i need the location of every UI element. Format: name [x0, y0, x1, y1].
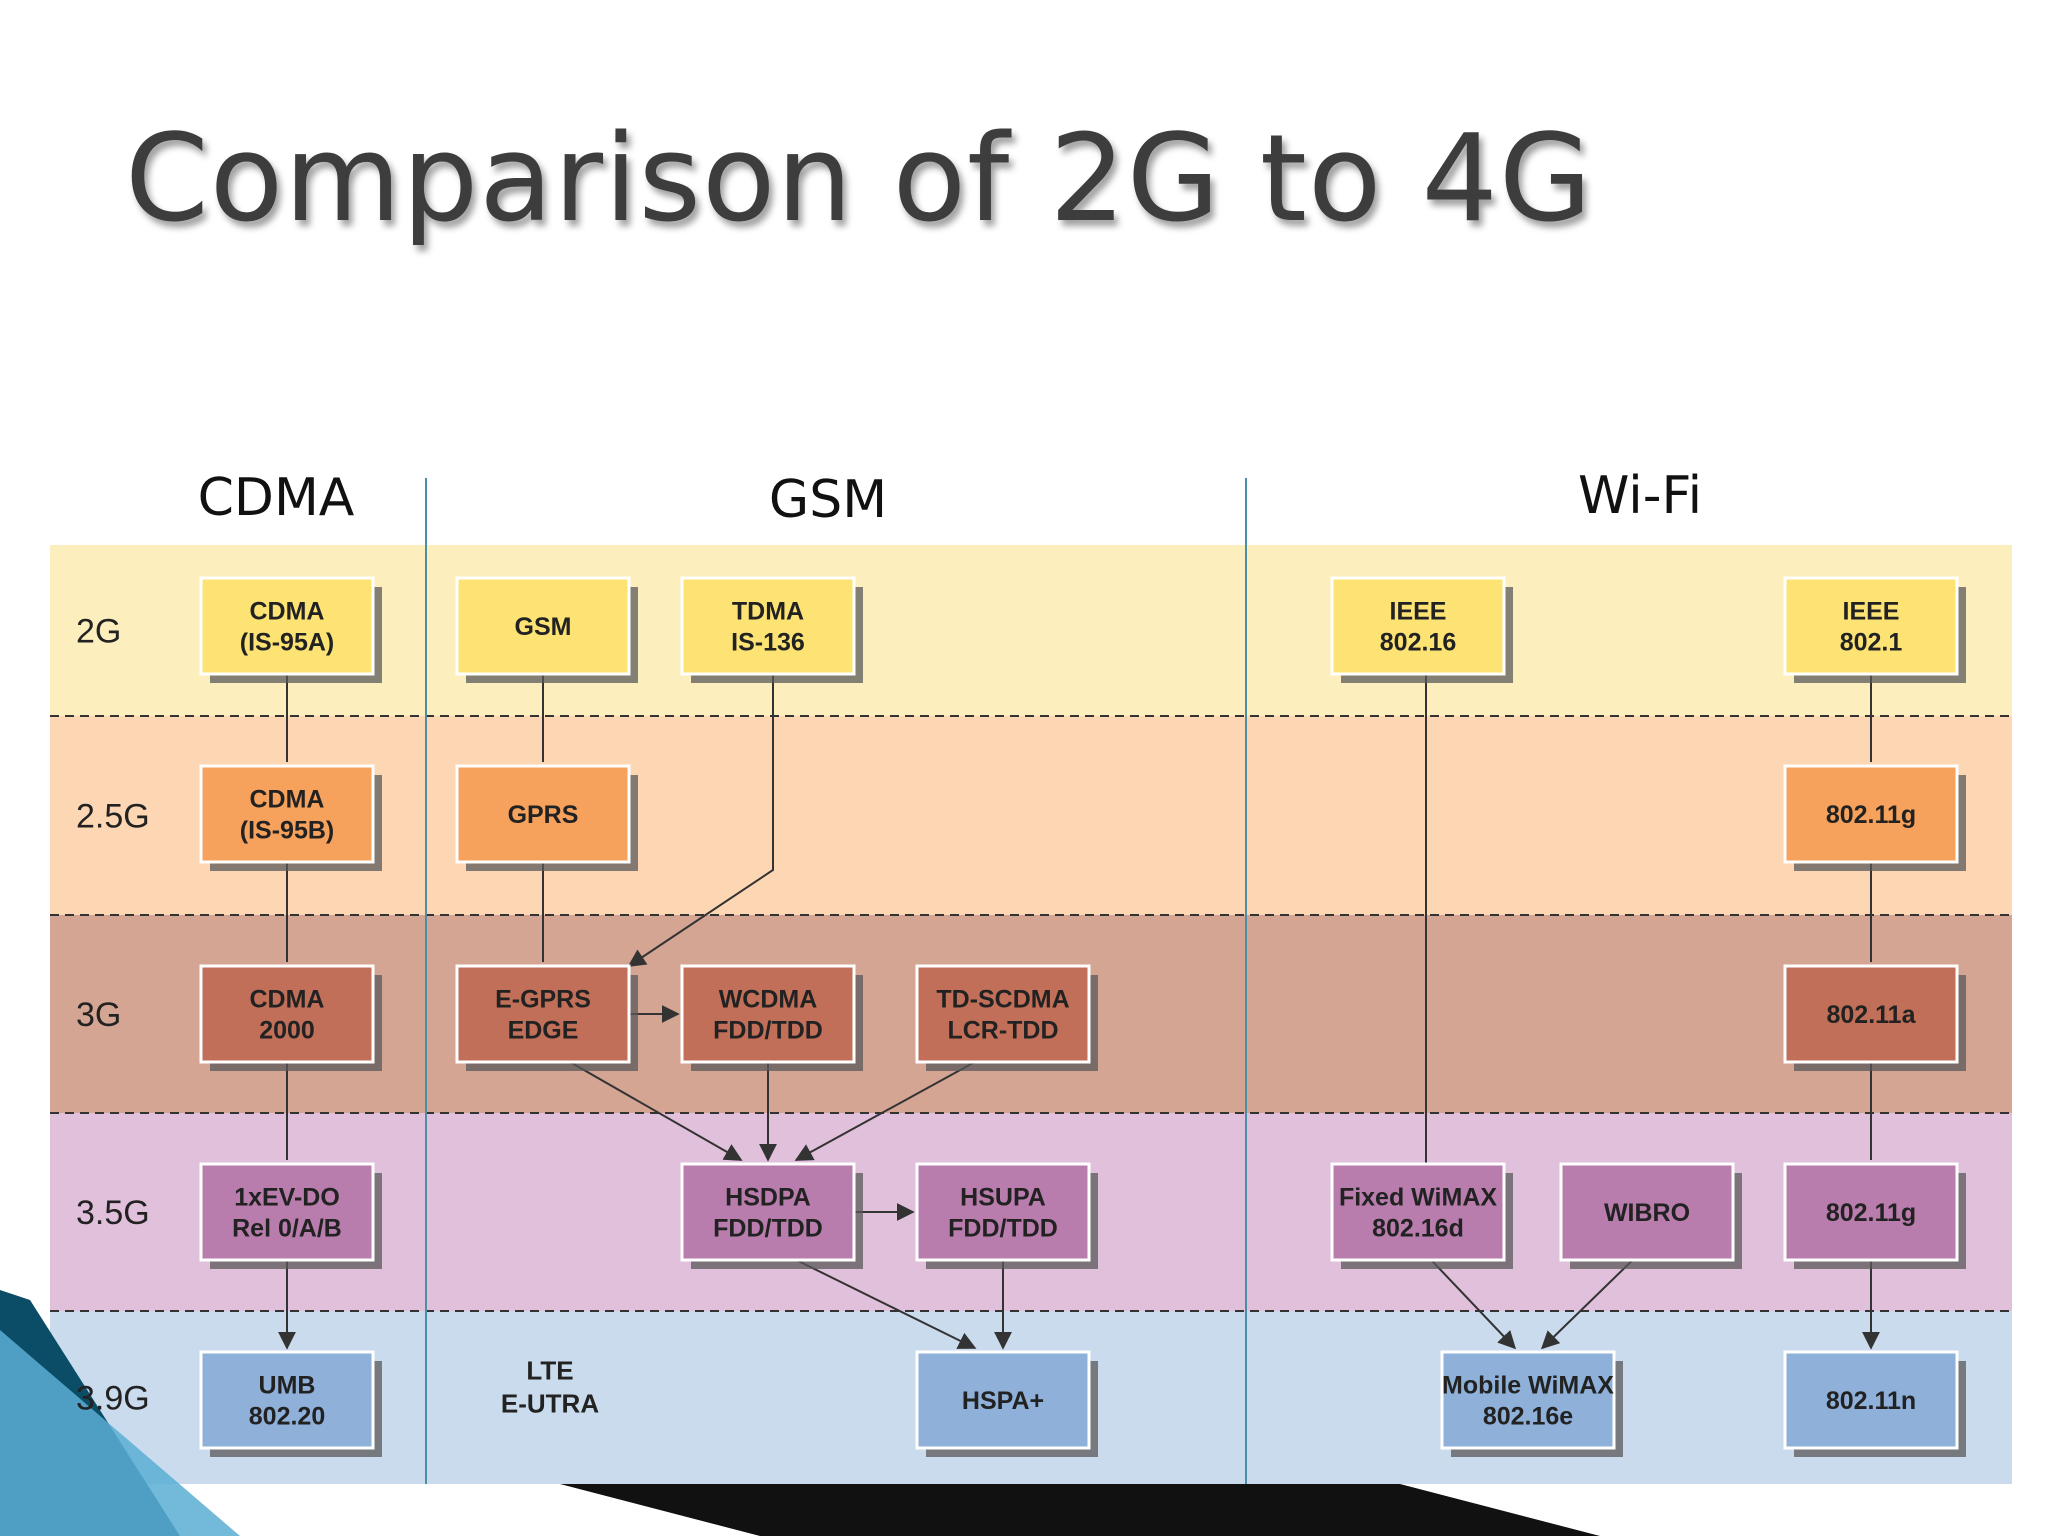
tech-box-label: CDMA: [250, 786, 325, 814]
tech-box-umb: UMB 802.20: [199, 1350, 382, 1457]
tech-box-label: UMB: [259, 1372, 316, 1400]
tech-box-label: IS-136: [731, 629, 805, 657]
generation-label: 3.5G: [76, 1194, 150, 1232]
generation-label: 3G: [76, 996, 121, 1034]
tech-box-ieee-80216: IEEE 802.16: [1330, 576, 1513, 683]
tech-box-label: 802.11a: [1827, 1001, 1917, 1029]
tech-box-hsdpa: HSDPA FDD/TDD: [680, 1162, 863, 1269]
tech-box-label: 802.11g: [1826, 801, 1916, 829]
tech-box-label: EDGE: [508, 1017, 579, 1045]
tech-box-label: 802.1: [1840, 629, 1903, 657]
tech-box-label: Rel 0/A/B: [232, 1215, 342, 1243]
tech-box-label: E-GPRS: [495, 986, 591, 1014]
tech-box-evdo: 1xEV-DO Rel 0/A/B: [199, 1162, 382, 1269]
tech-box-label: 802.11n: [1826, 1387, 1916, 1415]
tech-box-wibro: WIBRO: [1559, 1162, 1742, 1269]
connection-fixed-wimax-mobile-wimax: [1430, 1259, 1517, 1350]
generation-label: 3.9G: [76, 1380, 150, 1418]
tech-box-cdma-is95a: CDMA (IS-95A): [199, 576, 382, 683]
tech-box-hsupa: HSUPA FDD/TDD: [915, 1162, 1098, 1269]
tech-box-mobile-wimax: Mobile WiMAX 802.16e: [1440, 1350, 1623, 1457]
tech-box-w80211g-a: 802.11g: [1783, 764, 1966, 871]
column-header-wifi: Wi-Fi: [1577, 466, 1703, 526]
tech-box-label: Mobile WiMAX: [1442, 1372, 1614, 1400]
tech-box-label: 802.20: [249, 1403, 325, 1431]
tech-box-label: CDMA: [250, 598, 325, 626]
tech-box-w80211g-b: 802.11g: [1783, 1162, 1966, 1269]
tech-box-label: (IS-95A): [240, 629, 334, 657]
tech-box-w80211n: 802.11n: [1783, 1350, 1966, 1457]
tech-box-cdma2000: CDMA 2000: [199, 964, 382, 1071]
plain-label-lte: LTE: [526, 1356, 573, 1386]
tech-box-label: 2000: [259, 1017, 315, 1045]
tech-box-gsm: GSM: [455, 576, 638, 683]
tech-box-label: GSM: [515, 613, 572, 641]
tech-box-wcdma: WCDMA FDD/TDD: [680, 964, 863, 1071]
plain-label-lte: E-UTRA: [501, 1389, 599, 1419]
connection-hsdpa-hspa-plus: [795, 1259, 977, 1349]
tech-box-tdscdma: TD-SCDMA LCR-TDD: [915, 964, 1098, 1071]
tech-box-label: 802.16e: [1483, 1403, 1573, 1431]
tech-box-hspa-plus: HSPA+: [915, 1350, 1098, 1457]
corner-accent-stripe: [560, 1484, 1600, 1536]
tech-box-label: FDD/TDD: [948, 1215, 1058, 1243]
tech-box-cdma-is95b: CDMA (IS-95B): [199, 764, 382, 871]
tech-box-label: HSPA+: [962, 1387, 1044, 1415]
tech-box-label: IEEE: [1843, 598, 1900, 626]
tech-box-label: TD-SCDMA: [936, 986, 1069, 1014]
slide-title: Comparison of 2G to 4G: [125, 110, 1593, 249]
tech-box-label: WIBRO: [1604, 1199, 1690, 1227]
connection-tdscdma-hsdpa: [794, 1061, 976, 1161]
tech-box-label: LCR-TDD: [947, 1017, 1058, 1045]
tech-box-label: 1xEV-DO: [234, 1184, 340, 1212]
tech-box-fixed-wimax: Fixed WiMAX 802.16d: [1330, 1162, 1513, 1269]
connection-tdma-egprs: [627, 674, 774, 967]
tech-box-gprs: GPRS: [455, 764, 638, 871]
tech-box-label: 802.16: [1380, 629, 1456, 657]
tech-box-label: FDD/TDD: [713, 1017, 823, 1045]
tech-box-label: (IS-95B): [240, 817, 334, 845]
column-header-gsm: GSM: [768, 470, 888, 530]
tech-box-w80211a: 802.11a: [1783, 964, 1966, 1071]
tech-box-label: GPRS: [508, 801, 579, 829]
generation-label: 2G: [76, 613, 121, 651]
tech-box-label: HSDPA: [725, 1184, 811, 1212]
tech-box-label: Fixed WiMAX: [1339, 1184, 1497, 1212]
tech-box-ieee-8021: IEEE 802.1: [1783, 576, 1966, 683]
generation-label: 2.5G: [76, 798, 150, 836]
tech-box-label: 802.11g: [1826, 1199, 1916, 1227]
tech-box-label: 802.16d: [1372, 1215, 1464, 1243]
tech-box-label: FDD/TDD: [713, 1215, 823, 1243]
tech-box-egprs: E-GPRS EDGE: [455, 964, 638, 1071]
tech-box-label: CDMA: [250, 986, 325, 1014]
tech-box-label: WCDMA: [719, 986, 818, 1014]
connection-wibro-mobile-wimax: [1540, 1259, 1634, 1350]
tech-box-label: TDMA: [732, 598, 804, 626]
tech-box-tdma: TDMA IS-136: [680, 576, 863, 683]
corner-accent-light: [0, 1330, 240, 1536]
connection-egprs-hsdpa: [569, 1061, 743, 1161]
tech-box-label: HSUPA: [960, 1184, 1046, 1212]
column-header-cdma: CDMA: [197, 468, 355, 528]
tech-box-label: IEEE: [1390, 598, 1447, 626]
